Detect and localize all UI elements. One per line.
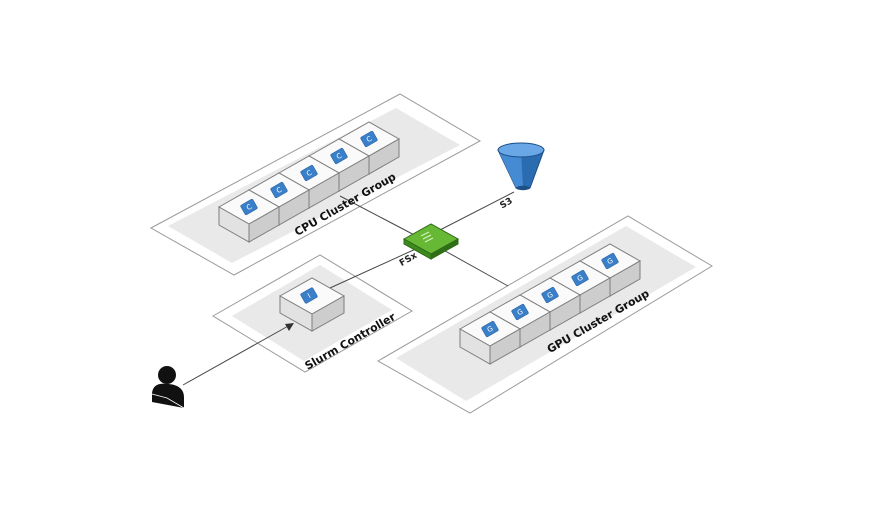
connections <box>182 191 515 386</box>
cpu-chip <box>240 198 258 216</box>
controller-node-label: I <box>306 292 312 300</box>
fsx-label: FSx <box>398 251 419 269</box>
cpu-node-label: C <box>275 186 283 195</box>
gpu-node-label: G <box>606 257 615 267</box>
edge-fsx-s3 <box>437 191 515 232</box>
gpu-chip <box>481 320 499 338</box>
fsx-icon[interactable] <box>402 223 460 260</box>
cpu-node-label: C <box>335 152 343 161</box>
user-icon[interactable] <box>151 366 185 409</box>
controller-node[interactable]: I <box>278 277 346 332</box>
cpu-node-label: C <box>365 135 373 144</box>
gpu-node-label: G <box>486 325 495 335</box>
edge-controller-fsx <box>329 246 421 289</box>
cpu-chip <box>300 164 318 182</box>
s3-bucket-icon[interactable] <box>497 142 545 191</box>
gpu-node-label: G <box>576 274 585 284</box>
cpu-chip <box>330 147 348 165</box>
edge-user-controller <box>182 324 291 386</box>
gpu-node-row: G G G G G <box>458 243 642 365</box>
edge-cpu-fsx <box>339 195 423 240</box>
cpu-chip <box>360 130 378 148</box>
gpu-node-1[interactable]: G <box>458 311 522 365</box>
cpu-node-1[interactable]: C <box>217 189 281 243</box>
edge-fsx-gpu <box>437 246 509 287</box>
gpu-node-label: G <box>516 308 525 318</box>
cpu-chip <box>270 181 288 199</box>
gpu-chip <box>511 303 529 321</box>
cpu-node-label: C <box>245 203 253 212</box>
gpu-chip <box>601 252 619 270</box>
gpu-node-label: G <box>546 291 555 301</box>
cpu-node-label: C <box>305 169 313 178</box>
gpu-chip <box>571 269 589 287</box>
gpu-chip <box>541 286 559 304</box>
arrowhead-icon <box>285 323 294 331</box>
cpu-node-row: C C C C C <box>217 121 401 243</box>
